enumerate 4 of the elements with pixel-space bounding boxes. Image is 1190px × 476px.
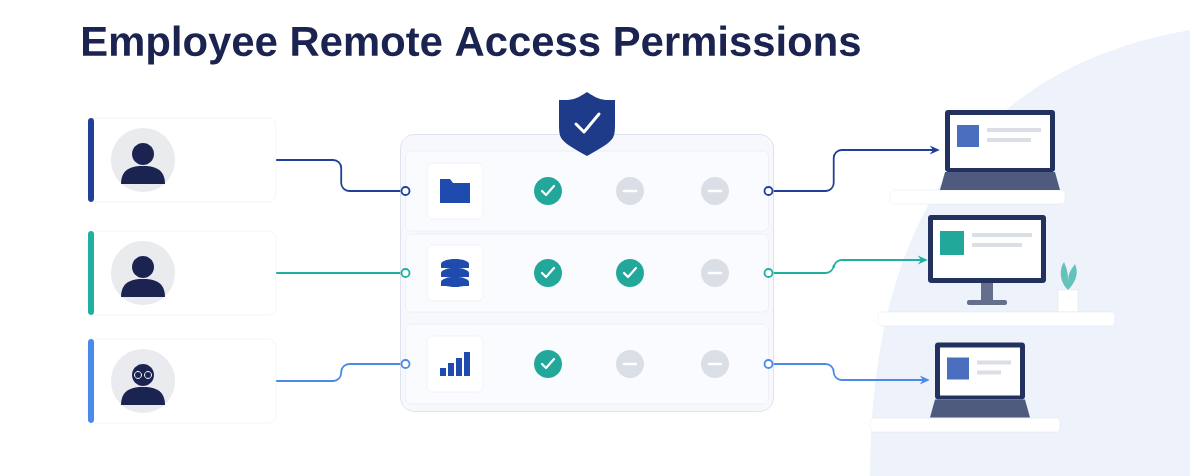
title: Employee Remote Access Permissions <box>83 25 860 65</box>
laptop-drawing <box>869 342 1061 433</box>
laptop-drawing <box>889 110 1066 205</box>
monitor-drawing <box>877 215 1116 327</box>
